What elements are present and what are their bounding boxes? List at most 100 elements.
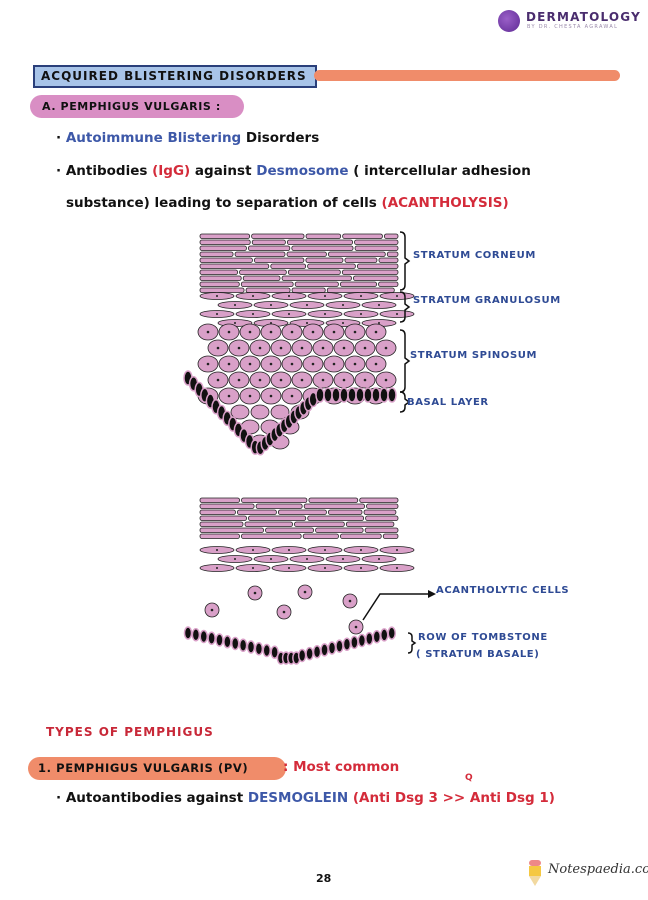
- nucleus: [216, 549, 218, 551]
- nucleus: [216, 346, 220, 350]
- corneum-cell: [354, 239, 399, 245]
- nucleus: [374, 362, 378, 366]
- nucleus: [237, 378, 241, 382]
- corneum-cell: [344, 257, 378, 263]
- tombstone-cell: [312, 644, 322, 659]
- corneum-cell: [245, 287, 291, 293]
- tombstone-cell: [262, 643, 271, 658]
- corneum-cell: [199, 527, 264, 533]
- nucleus: [270, 322, 272, 324]
- nucleus: [269, 394, 273, 398]
- nucleus: [227, 362, 231, 366]
- type-1-bullet-text: Autoantibodies against: [65, 790, 248, 806]
- corneum-cell: [199, 509, 236, 515]
- basal-cell: [339, 387, 349, 403]
- spinous-cell: [230, 404, 250, 420]
- brace: [407, 632, 417, 654]
- tombstone-cell: [357, 633, 367, 648]
- corneum-cell: [303, 503, 365, 509]
- nucleus: [253, 591, 257, 595]
- nucleus: [258, 346, 262, 350]
- corneum-cell: [364, 527, 399, 533]
- nucleus: [354, 625, 358, 629]
- corneum-cell: [244, 521, 293, 527]
- corneum-cell: [366, 503, 399, 509]
- label-stratum-corneum: STRATUM CORNEUM: [413, 250, 536, 261]
- nucleus: [270, 558, 272, 560]
- tombstone-cell: [238, 638, 248, 652]
- label-basal-layer: BASAL LAYER: [407, 397, 489, 408]
- nucleus: [300, 346, 304, 350]
- tombstone-cell: [246, 640, 256, 654]
- nucleus: [374, 330, 378, 334]
- nucleus: [321, 378, 325, 382]
- corneum-cell: [340, 533, 382, 539]
- corneum-cell: [251, 239, 286, 245]
- corneum-cell: [254, 257, 305, 263]
- pointer-line: [362, 593, 428, 621]
- corneum-cell: [277, 509, 327, 515]
- nucleus: [360, 549, 362, 551]
- tombstone-cell: [335, 639, 344, 653]
- corneum-cell: [359, 497, 399, 503]
- tombstone-cell: [365, 631, 374, 646]
- title-underline-bar: [314, 70, 620, 81]
- corneum-cell: [199, 275, 242, 281]
- corneum-cell: [199, 287, 245, 293]
- nucleus: [378, 322, 380, 324]
- corneum-cell: [287, 269, 341, 275]
- page-number: 28: [316, 872, 332, 885]
- corneum-cell: [305, 257, 344, 263]
- corneum-cell: [199, 515, 247, 521]
- tombstone-cell: [183, 626, 193, 640]
- nucleus: [258, 378, 262, 382]
- corneum-cell: [251, 233, 305, 239]
- basal-cell: [387, 387, 397, 403]
- label-stratum-basale: ( STRATUM BASALE): [416, 649, 540, 660]
- corneum-cell: [365, 515, 399, 521]
- nucleus: [342, 346, 346, 350]
- corneum-cell: [199, 239, 251, 245]
- corneum-cell: [382, 533, 399, 539]
- arrow-head-icon: [428, 590, 436, 598]
- footer-brand: Notespaedia.com: [548, 862, 648, 877]
- acantholysis-text: (ACANTHOLYSIS): [381, 195, 509, 211]
- corneum-cell: [328, 251, 386, 257]
- corneum-cell: [270, 263, 307, 269]
- corneum-cell: [239, 269, 287, 275]
- corneum-cell: [307, 515, 365, 521]
- nucleus: [342, 558, 344, 560]
- corneum-cell: [341, 269, 399, 275]
- basal-cell: [379, 387, 389, 403]
- corneum-cell: [237, 509, 277, 515]
- bullet-2-text: Antibodies: [65, 163, 153, 179]
- tombstone-cell: [223, 635, 232, 649]
- corneum-cell: [199, 251, 234, 257]
- nucleus: [234, 304, 236, 306]
- nucleus: [360, 313, 362, 315]
- basal-cell: [323, 387, 333, 403]
- tombstone-cell: [207, 631, 216, 645]
- brand-logo-icon: [498, 10, 520, 32]
- nucleus: [288, 549, 290, 551]
- nucleus: [248, 362, 252, 366]
- corneum-cell: [255, 503, 303, 509]
- nucleus: [332, 330, 336, 334]
- tombstone-cell: [191, 628, 201, 642]
- corneum-cell: [305, 233, 342, 239]
- corneum-cell: [199, 497, 240, 503]
- nucleus: [269, 362, 273, 366]
- nucleus: [363, 378, 367, 382]
- basal-cell: [347, 387, 357, 403]
- corneum-cell: [294, 281, 339, 287]
- tombstone-cell: [342, 637, 352, 652]
- tombstone-cell: [350, 635, 359, 650]
- nucleus: [282, 610, 286, 614]
- corneum-cell: [199, 269, 238, 275]
- nucleus: [252, 313, 254, 315]
- bullet-2-text-c: ( intercellular adhesion: [348, 163, 531, 179]
- basal-cell: [371, 387, 381, 403]
- nucleus: [384, 378, 388, 382]
- nucleus: [332, 362, 336, 366]
